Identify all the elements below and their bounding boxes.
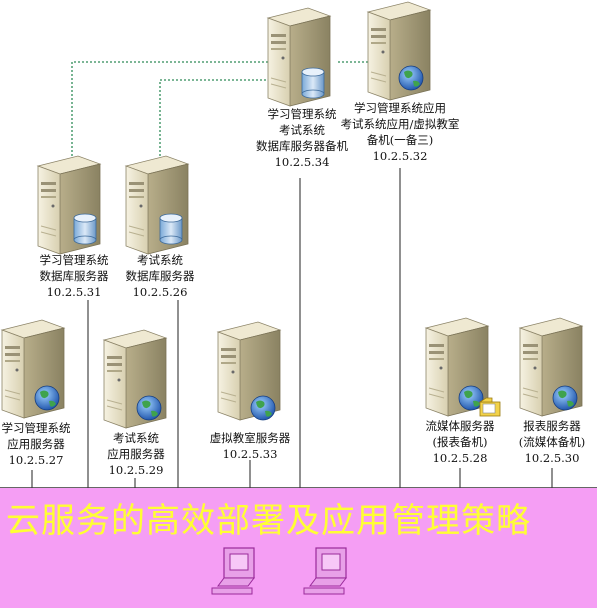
database-icon xyxy=(73,213,97,245)
dotted-link xyxy=(71,61,268,168)
client-computers xyxy=(211,547,347,595)
title-banner xyxy=(0,488,597,608)
database-icon xyxy=(159,213,183,245)
globe-icon xyxy=(250,395,276,421)
server-label-s28: 流媒体服务器(报表备机)10.2.5.28 xyxy=(425,419,495,465)
globe-icon xyxy=(34,385,60,411)
globe-icon xyxy=(136,395,162,421)
globe-icon xyxy=(552,385,578,411)
server-label-s32: 学习管理系统应用考试系统应用/虚拟教室备机(一备三)10.2.5.32 xyxy=(340,101,460,163)
banner-title: 云服务的高效部署及应用管理策略 xyxy=(6,501,531,541)
dotted-link xyxy=(159,79,268,168)
cables xyxy=(31,168,553,488)
dotted-links xyxy=(71,61,368,168)
globe-icon xyxy=(398,65,424,91)
database-icon xyxy=(301,67,325,99)
folder-icon xyxy=(478,397,501,417)
computer-icon xyxy=(211,547,255,595)
server-label-s30: 报表服务器(流媒体备机)10.2.5.30 xyxy=(518,419,586,465)
computer-icon xyxy=(303,547,347,595)
globe-icon xyxy=(458,385,484,411)
